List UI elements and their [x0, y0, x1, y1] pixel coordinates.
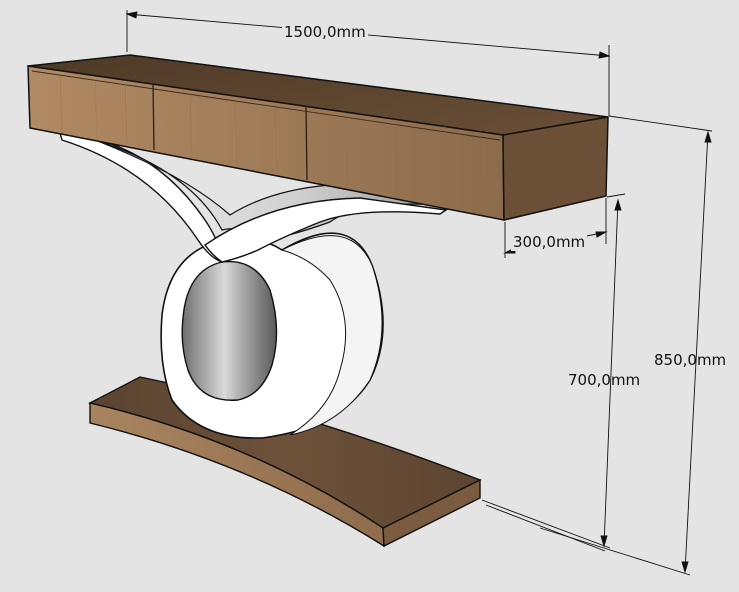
wood-grain	[59, 74, 483, 214]
base-side-face	[382, 478, 481, 548]
total-ext-top	[608, 115, 713, 132]
length-arrow-right	[598, 51, 611, 59]
ring-side-shade	[280, 235, 383, 436]
total-arrow-top	[704, 130, 712, 143]
total-dim-line	[684, 131, 709, 573]
metal-support	[59, 132, 448, 439]
drawer-top-edge	[31, 70, 501, 141]
total-ext-bottom	[539, 527, 691, 576]
total-height-dimension-label: 850,0mm	[654, 351, 727, 369]
inner-height-dimension-label: 700,0mm	[568, 371, 641, 389]
drawer-divider-1	[152, 83, 155, 151]
seat-ext-top	[606, 193, 626, 198]
depth-arrow-right	[595, 231, 608, 238]
right-arm	[204, 197, 448, 263]
depth-dimension-label: 300,0mm	[511, 233, 588, 251]
cabinet-side-face	[502, 116, 609, 221]
length-arrow-left	[125, 11, 138, 19]
seat-ext-bottom-2	[485, 504, 606, 552]
length-dim-line	[126, 13, 610, 57]
ring-inner-hole	[181, 260, 278, 401]
top-cabinet	[27, 54, 609, 221]
length-dimension-label: 1500,0mm	[282, 23, 368, 41]
seat-arrow-bottom	[600, 535, 608, 548]
total-arrow-bottom	[681, 561, 689, 574]
seat-arrow-top	[614, 198, 622, 211]
dimension-lines	[125, 10, 713, 576]
drawer-divider-2	[305, 105, 308, 181]
seat-dim-line	[603, 199, 619, 547]
seat-ext-bottom	[481, 499, 611, 549]
